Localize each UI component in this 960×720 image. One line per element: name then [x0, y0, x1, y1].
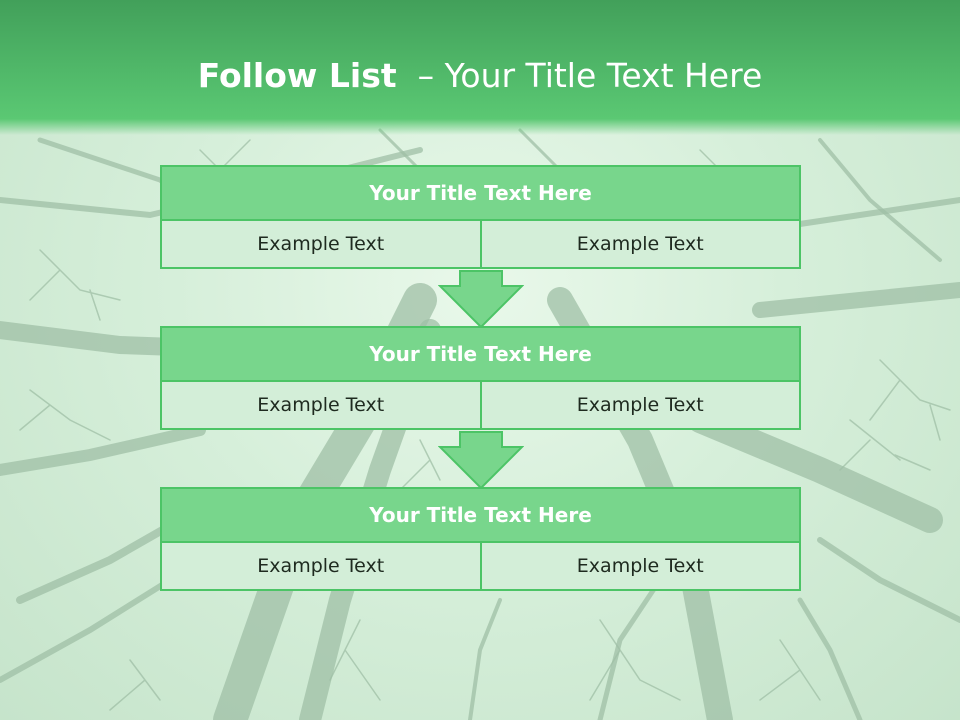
step-cell-left: Example Text	[160, 380, 482, 430]
slide-title-bold: Follow List	[197, 56, 397, 95]
step-box-3: Your Title Text Here Example Text Exampl…	[160, 487, 801, 591]
step-row: Example Text Example Text	[160, 219, 801, 269]
step-title: Your Title Text Here	[160, 165, 801, 221]
down-arrow-icon	[438, 431, 524, 489]
step-box-2: Your Title Text Here Example Text Exampl…	[160, 326, 801, 430]
step-cell-right: Example Text	[479, 541, 801, 591]
step-title: Your Title Text Here	[160, 487, 801, 543]
slide-title-subtitle: – Your Title Text Here	[417, 56, 763, 95]
step-cell-right: Example Text	[479, 380, 801, 430]
step-cell-left: Example Text	[160, 219, 482, 269]
step-row: Example Text Example Text	[160, 380, 801, 430]
step-cell-right: Example Text	[479, 219, 801, 269]
step-box-1: Your Title Text Here Example Text Exampl…	[160, 165, 801, 269]
down-arrow-icon	[438, 270, 524, 328]
step-title: Your Title Text Here	[160, 326, 801, 382]
step-row: Example Text Example Text	[160, 541, 801, 591]
step-cell-left: Example Text	[160, 541, 482, 591]
slide-title: Follow List – Your Title Text Here	[0, 56, 960, 95]
title-banner	[0, 0, 960, 135]
